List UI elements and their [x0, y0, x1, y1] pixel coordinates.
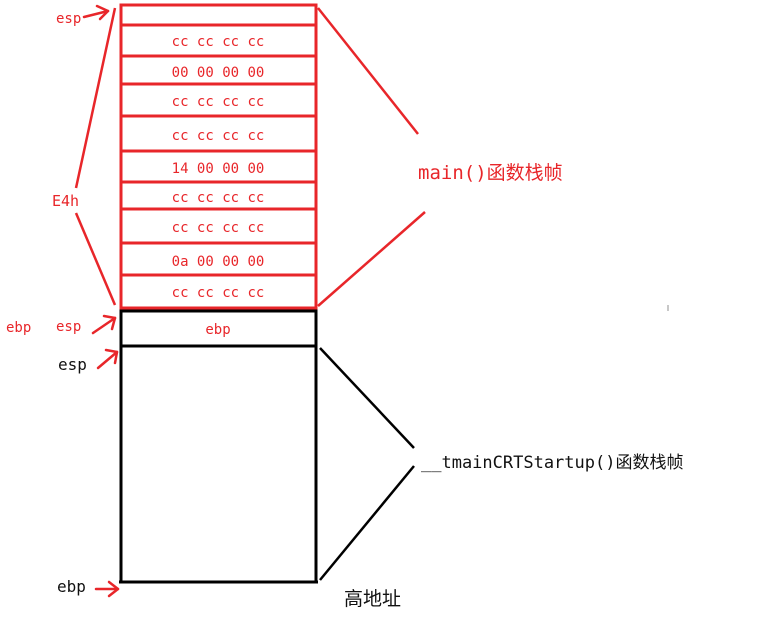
arrow-esp-mid: [91, 314, 117, 335]
stack-cell-0: [119, 3, 318, 27]
stack-cell-9-text: cc cc cc cc: [171, 285, 265, 301]
stack-cell-9: [119, 273, 318, 310]
high-address-label: 高地址: [344, 588, 402, 610]
ebp-cell: [119, 309, 318, 348]
stack-cell-8-text: 0a 00 00 00: [171, 254, 265, 270]
faint-mark: [667, 305, 669, 311]
esp-top-label: esp: [56, 11, 82, 27]
stack-cell-6-text: cc cc cc cc: [171, 190, 265, 206]
stack-cell-4-text: cc cc cc cc: [171, 128, 265, 144]
startup-frame: [119, 309, 318, 584]
ebp-left-label: ebp: [6, 320, 32, 336]
esp-mid-label: esp: [56, 319, 82, 335]
e4h-label: E4h: [52, 192, 80, 210]
startup-frame-bracket: [319, 347, 415, 581]
e4h-brace: [74, 7, 117, 306]
stack-cell-3-text: cc cc cc cc: [171, 94, 265, 110]
arrow-esp-below: [96, 348, 119, 370]
ebp-cell-text: ebp: [205, 322, 231, 338]
main-frame-cells: [119, 3, 318, 310]
stack-cell-1-text: cc cc cc cc: [171, 34, 265, 50]
main-frame-label: main()函数栈帧: [418, 162, 563, 184]
stack-cell-7-text: cc cc cc cc: [171, 220, 265, 236]
arrow-ebp-bottom: [94, 580, 120, 598]
stack-cell-2-text: 00 00 00 00: [171, 65, 265, 81]
ebp-bottom-label: ebp: [57, 577, 86, 596]
main-frame-bracket: [317, 7, 426, 307]
arrow-esp-top: [82, 4, 110, 21]
stack-cell-5-text: 14 00 00 00: [171, 161, 265, 177]
startup-frame-label: __tmainCRTStartup()函数栈帧: [421, 453, 684, 473]
esp-below-label: esp: [58, 355, 87, 374]
pointer-arrows: [82, 4, 120, 598]
